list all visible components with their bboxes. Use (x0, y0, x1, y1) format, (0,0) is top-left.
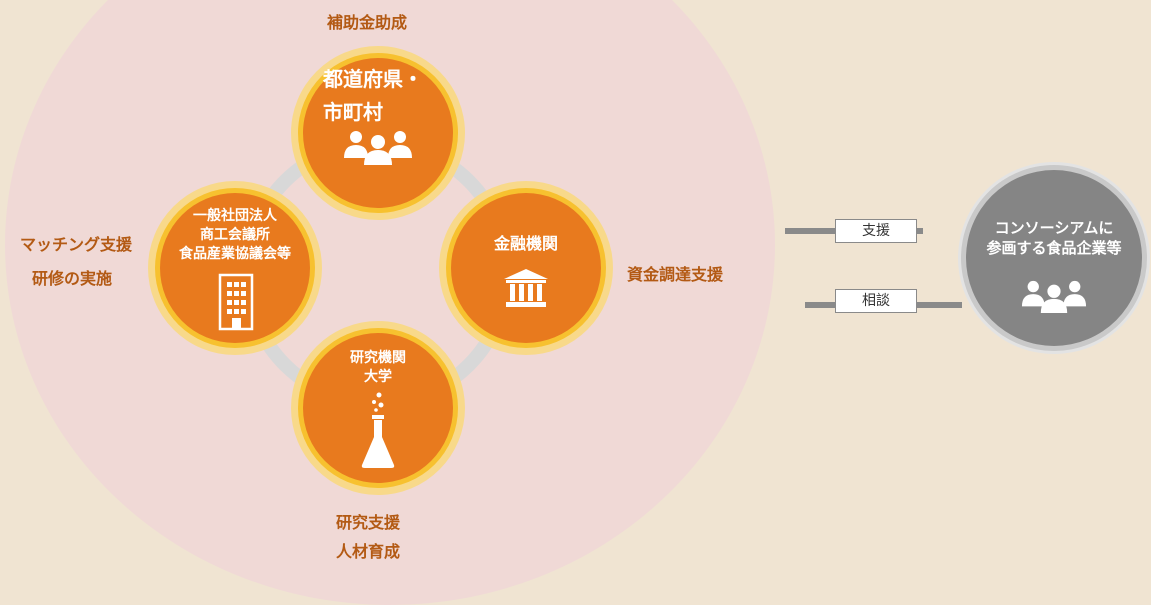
role-training: 研修の実施 (32, 269, 113, 288)
node-research-university: 研究機関 大学 (303, 333, 453, 483)
role-research-support: 研究支援 (336, 513, 401, 532)
people-group-icon (1021, 280, 1087, 313)
node-associations: 一般社団法人 商工会議所 食品産業協議会等 (160, 193, 310, 343)
support-label: 支援 (835, 219, 917, 243)
node-left-line1: 一般社団法人 (193, 208, 277, 224)
people-group-icon (344, 131, 412, 165)
node-bottom-line1: 研究機関 (350, 350, 406, 366)
consortium-line2: 参画する食品企業等 (986, 239, 1122, 258)
role-financing: 資金調達支援 (627, 265, 724, 284)
node-top-line2: 市町村 (323, 100, 383, 124)
node-prefecture-municipality: 都道府県・ 市町村 (303, 58, 453, 208)
consult-label: 相談 (835, 289, 917, 313)
building-icon (218, 273, 254, 331)
role-human-resources: 人材育成 (336, 542, 401, 561)
role-matching: マッチング支援 (20, 235, 133, 254)
role-subsidy: 補助金助成 (327, 13, 408, 32)
consortium-line1: コンソーシアムに (994, 219, 1114, 237)
flask-icon (361, 392, 395, 468)
node-financial-institution: 金融機関 (451, 193, 601, 343)
node-right-line1: 金融機関 (493, 234, 558, 253)
node-top-line1: 都道府県・ (323, 67, 423, 91)
consortium-companies: コンソーシアムに 参画する食品企業等 (966, 170, 1142, 346)
node-left-line3: 食品産業協議会等 (179, 245, 291, 262)
bank-icon (504, 269, 548, 307)
node-bottom-line2: 大学 (364, 368, 392, 385)
node-left-line2: 商工会議所 (200, 226, 270, 243)
